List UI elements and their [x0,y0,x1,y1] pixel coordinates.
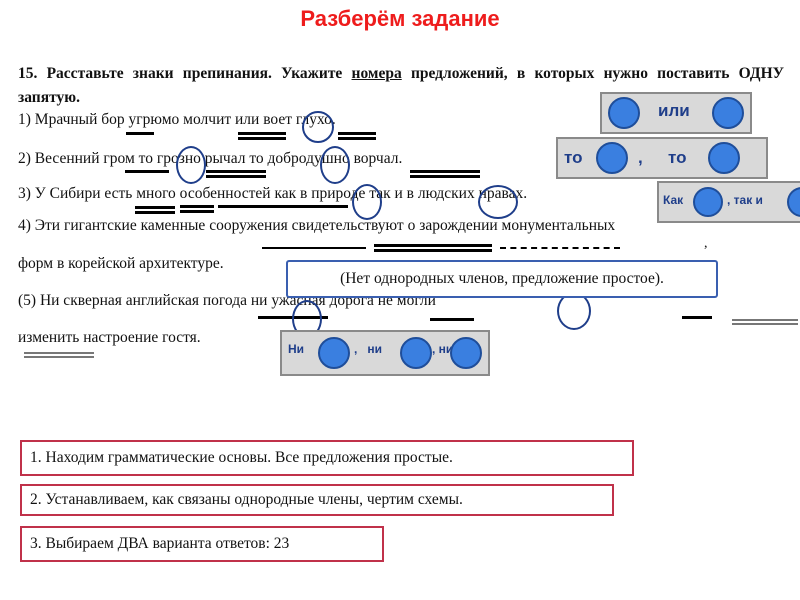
conjunction-circle [478,185,518,219]
schema-comma: , [638,148,643,167]
schema-word: , ни [432,342,454,356]
homogeneous-member-icon [596,142,628,174]
predicate-underline [682,316,712,319]
schema-ni-ni: Ни , ни , ни [280,330,490,376]
stray-comma: , [704,236,708,251]
circumstance-underline [135,211,175,214]
task-prefix: 15. Расставьте знаки препинания. Укажите [18,65,352,82]
predicate-underline-top [238,132,286,135]
schema-kak-tak-i: Как , так и [657,181,800,223]
schema-word: , ни [354,342,382,356]
sentence-5-line-2: изменить настроение гостя. [18,329,201,346]
predicate-underline-bottom [374,249,492,252]
predicate-underline-bottom [238,137,286,140]
predicate-double-underline [732,319,798,325]
homogeneous-member-icon [318,337,350,369]
conjunction-circle [176,146,206,184]
schema-word: Ни [288,342,305,356]
schema-word: то [564,148,583,167]
homogeneous-member-icon [400,337,432,369]
task-underlined-word: номера [351,65,402,82]
note-box: (Нет однородных членов, предложение прос… [286,260,718,298]
subject-underline [126,132,154,135]
predicate-underline-bottom [206,175,266,178]
homogeneous-member-icon [712,97,744,129]
schema-word: то [668,148,687,167]
predicate-underline-top [374,244,492,247]
conjunction-circle [352,184,382,220]
sentence-1: 1) Мрачный бор угрюмо молчит или воет гл… [18,111,336,128]
predicate-underline-top [338,132,376,135]
predicate-underline-top [206,170,266,173]
schema-to-to: то , то [556,137,768,179]
page-title: Разберём задание [300,6,500,31]
subject-underline [430,318,474,321]
step-2: 2. Устанавливаем, как связаны однородные… [20,484,614,516]
predicate-underline [180,205,214,208]
predicate-underline-bottom [410,175,480,178]
step-3: 3. Выбираем ДВА варианта ответов: 23 [20,526,384,562]
schema-word: , так и [727,193,763,207]
sentence-4-line-2: форм в корейской архитектуре. [18,255,224,272]
step-1: 1. Находим грамматические основы. Все пр… [20,440,634,476]
predicate-underline-bottom [338,137,376,140]
sentence-4-line-1: 4) Эти гигантские каменные сооружения св… [18,217,616,234]
predicate-underline [180,210,214,213]
task-statement: 15. Расставьте знаки препинания. Укажите… [18,62,784,110]
circumstance-underline [135,206,175,209]
task-suffix: предложений, в которых нужно поставить О… [18,65,784,106]
homogeneous-member-icon [787,187,800,217]
sentence-2: 2) Весенний гром то грозно рычал то добр… [18,150,403,167]
subject-underline [125,170,169,173]
schema-word: или [658,101,690,120]
subject-underline [218,205,348,208]
object-underline [500,247,620,249]
homogeneous-member-icon [693,187,723,217]
predicate-double-underline [24,352,94,358]
schema-ili: или [600,92,752,134]
homogeneous-member-icon [708,142,740,174]
homogeneous-member-icon [608,97,640,129]
sentence-3: 3) У Сибири есть много особенностей как … [18,185,528,202]
predicate-underline-top [410,170,480,173]
conjunction-circle [302,111,334,143]
homogeneous-member-icon [450,337,482,369]
conjunction-circle [320,146,350,184]
schema-word: Как [663,193,684,207]
subject-underline [262,247,366,249]
